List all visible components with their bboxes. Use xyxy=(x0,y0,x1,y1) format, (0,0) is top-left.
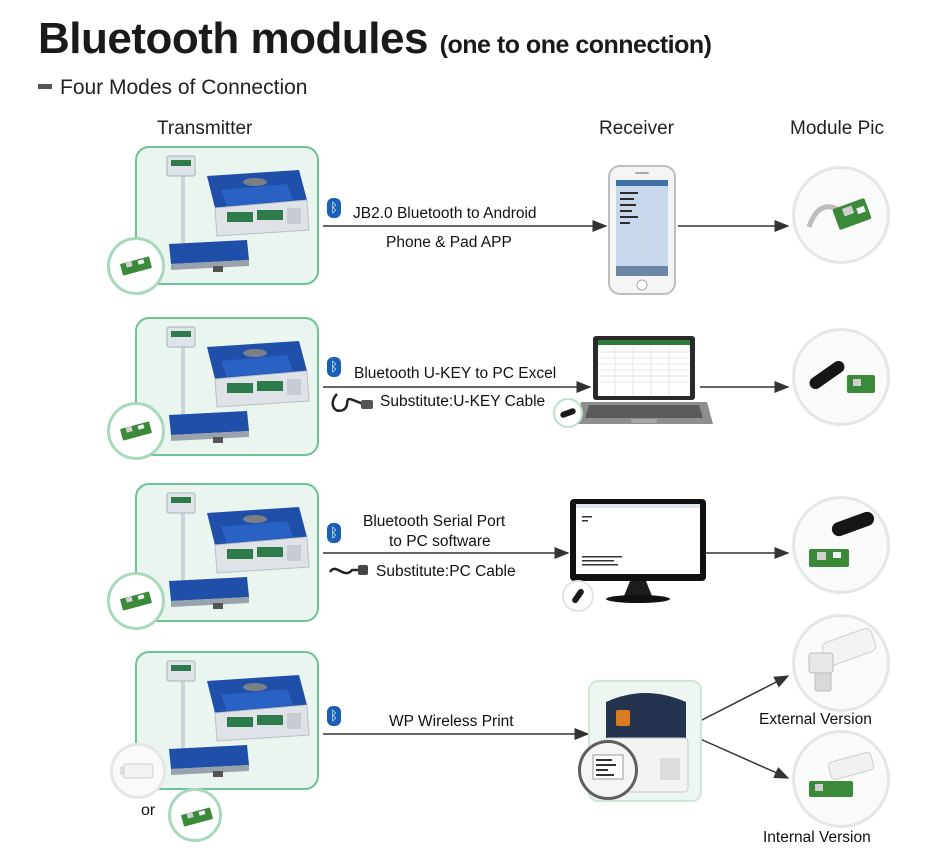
ukey-cable-icon xyxy=(329,388,377,418)
ukey-dongle-circle xyxy=(553,398,583,428)
column-header-receiver: Receiver xyxy=(599,118,674,139)
arrow-row4-internal xyxy=(697,737,790,779)
arrow-row4-external xyxy=(697,675,790,723)
module-pic-internal xyxy=(792,730,890,828)
module-pic-external xyxy=(792,614,890,712)
printer-label-circle xyxy=(578,740,638,800)
internal-version-label: Internal Version xyxy=(763,829,871,846)
module-pic-3 xyxy=(792,496,890,594)
title-suffix: (one to one connection) xyxy=(439,31,712,59)
transmitter-panel-3 xyxy=(135,483,319,622)
monitor-icon xyxy=(570,499,706,603)
column-header-module-pic: Module Pic xyxy=(790,118,884,139)
transmitter-module-circle-2 xyxy=(107,402,165,460)
subtitle-text: Four Modes of Connection xyxy=(60,76,308,99)
receiver-monitor xyxy=(568,498,708,603)
usb-dongle-icon xyxy=(560,408,576,418)
bluetooth-board-with-cable-icon xyxy=(806,198,872,230)
or-label: or xyxy=(141,802,156,819)
bluetooth-icon: ᛒ xyxy=(327,706,341,726)
page-title: Bluetooth modules (one to one connection… xyxy=(38,14,712,64)
subtitle-dash xyxy=(38,83,52,89)
row1-label-line1: JB2.0 Bluetooth to Android xyxy=(353,205,537,222)
subtitle: Four Modes of Connection xyxy=(38,76,307,100)
transmitter-module-circle-4a xyxy=(110,743,166,799)
external-version-label: External Version xyxy=(759,711,872,728)
module-pic-1 xyxy=(792,166,890,264)
transmitter-panel-1 xyxy=(135,146,319,285)
bluetooth-icon: ᛒ xyxy=(327,357,341,377)
transmitter-module-circle-1 xyxy=(107,237,165,295)
module-pic-2 xyxy=(792,328,890,426)
external-adapter-icon xyxy=(808,628,877,692)
usb-dongle-icon xyxy=(572,588,584,604)
smartphone-icon xyxy=(608,165,676,295)
transmitter-module-circle-4b xyxy=(168,788,222,842)
receiver-smartphone xyxy=(607,164,677,296)
row3-label-line1b: to PC software xyxy=(389,533,491,550)
bluetooth-icon: ᛒ xyxy=(327,523,341,543)
receiver-laptop xyxy=(575,334,713,428)
pc-cable-icon xyxy=(326,560,370,584)
printed-label-icon xyxy=(592,754,624,780)
internal-board-icon xyxy=(809,752,875,797)
row3-label-line2: Substitute:PC Cable xyxy=(376,563,516,580)
row3-label-line1: Bluetooth Serial Port xyxy=(363,513,506,530)
laptop-icon xyxy=(575,336,713,424)
title-text: Bluetooth modules xyxy=(38,14,428,63)
usb-dongle-icon xyxy=(809,360,875,393)
bluetooth-icon: ᛒ xyxy=(327,198,341,218)
usb-dongle-icon xyxy=(809,511,875,567)
transmitter-module-circle-3 xyxy=(107,572,165,630)
row2-label-line2: Substitute:U-KEY Cable xyxy=(380,393,546,410)
transmitter-panel-2 xyxy=(135,317,319,456)
row2-label-line1: Bluetooth U-KEY to PC Excel xyxy=(354,365,557,382)
serial-dongle-circle xyxy=(562,580,594,612)
row1-label-line2: Phone & Pad APP xyxy=(386,234,512,251)
column-header-transmitter: Transmitter xyxy=(157,118,253,139)
external-adapter-icon xyxy=(120,763,154,779)
row4-label-line1: WP Wireless Print xyxy=(389,713,514,730)
